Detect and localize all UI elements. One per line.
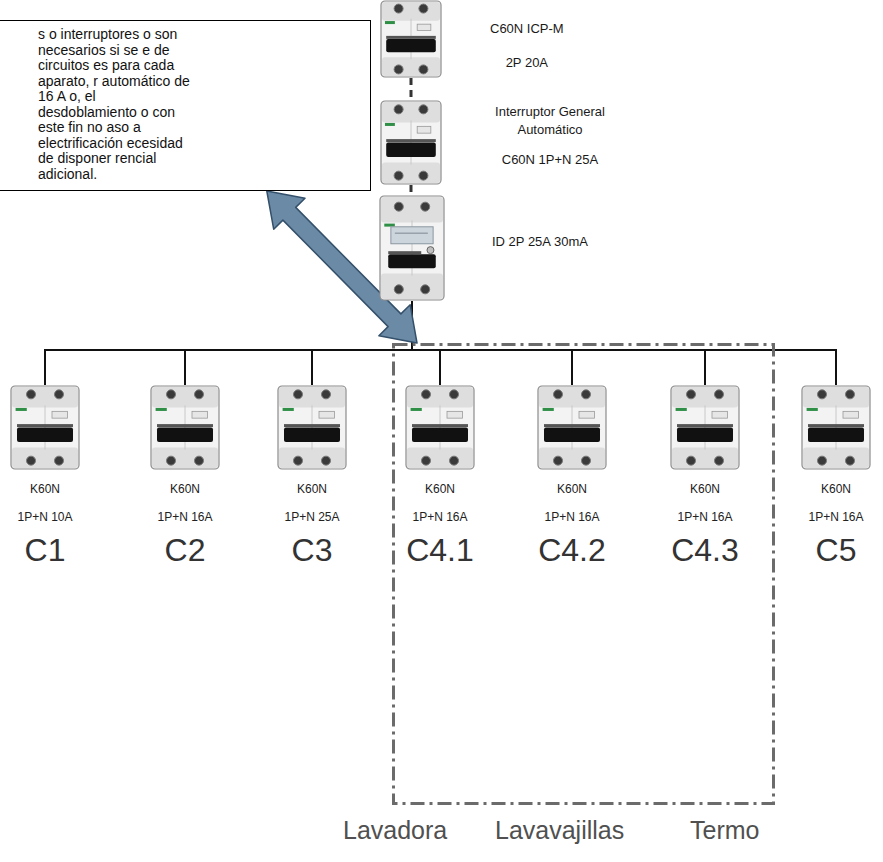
device-picture [380,100,442,185]
appliance-label: Lavavajillas [495,816,624,844]
dashed-link [410,185,413,195]
breaker-device [670,385,740,470]
device-name: ID 2P 25A 30mA [492,233,588,251]
circuit-breaker: K60N 1P+N 16A C4.2 [533,385,611,568]
breaker-device [380,0,442,78]
breaker-device [405,385,475,470]
breaker-device [277,385,347,470]
breaker-picture [405,385,475,470]
rcd-device [379,195,445,301]
model-label: K60N [6,482,84,496]
circuit-breaker: K60N 1P+N 16A C4.3 [666,385,744,568]
dashed-link [410,78,413,100]
rating-label: 1P+N 16A [401,510,479,524]
protection-device: ID 2P 25A 30mA [379,195,594,301]
breaker-device [801,385,871,470]
breaker-picture [150,385,220,470]
circuit-label: C3 [273,532,351,568]
rating-label: 1P+N 10A [6,510,84,524]
circuit-breaker: K60N 1P+N 16A C2 [146,385,224,568]
model-label: K60N [797,482,875,496]
breaker-picture [10,385,80,470]
model-label: K60N [401,482,479,496]
breaker-device [380,100,442,185]
circuit-breaker: K60N 1P+N 16A C5 [797,385,875,568]
circuit-label: C4.2 [533,532,611,568]
circuit-label: C4.1 [401,532,479,568]
circuit-label: C1 [6,532,84,568]
circuit-label: C4.3 [666,532,744,568]
appliance-label: Termo [690,816,759,844]
bus-wire [45,301,412,385]
rating-label: 1P+N 16A [666,510,744,524]
note-box: s o interruptores o son necesarios si se… [0,20,371,191]
rating-label: 1P+N 16A [146,510,224,524]
circuit-label: C2 [146,532,224,568]
dash-dot-border [394,345,774,804]
device-name: Interruptor General Automático [484,103,616,139]
device-picture [380,0,442,78]
circuit-label: C5 [797,532,875,568]
note-text: s o interruptores o son necesarios si se… [38,27,198,182]
breaker-device [537,385,607,470]
appliance-label-holder: Lavavajillas [495,816,624,844]
device-label: Interruptor General AutomáticoC60N 1P+N … [484,103,616,169]
appliance-label-holder: Lavadora [343,816,447,844]
device-name: C60N ICP-M [490,20,564,38]
model-label: K60N [666,482,744,496]
appliance-label: Lavadora [343,816,447,844]
device-rating: C60N 1P+N 25A [484,151,616,169]
device-picture [379,195,445,301]
model-label: K60N [146,482,224,496]
circuit-breaker: K60N 1P+N 10A C1 [6,385,84,568]
appliance-label-holder: Termo [690,816,759,844]
breaker-device [10,385,80,470]
circuit-breaker: K60N 1P+N 16A C4.1 [401,385,479,568]
model-label: K60N [273,482,351,496]
breaker-picture [537,385,607,470]
breaker-picture [670,385,740,470]
breaker-device [150,385,220,470]
rating-label: 1P+N 16A [797,510,875,524]
device-rating: 2P 20A [490,54,564,72]
circuit-breaker: K60N 1P+N 25A C3 [273,385,351,568]
breaker-picture [801,385,871,470]
rating-label: 1P+N 16A [533,510,611,524]
rating-label: 1P+N 25A [273,510,351,524]
device-label: ID 2P 25A 30mA [492,233,588,251]
protection-device: C60N ICP-M 2P 20A [380,0,570,78]
protection-device: Interruptor General AutomáticoC60N 1P+N … [380,100,622,185]
model-label: K60N [533,482,611,496]
dashed-group: LavadoraLavavajillasTermoK60N1P+N 16AC4.… [392,343,775,805]
device-label: C60N ICP-M 2P 20A [490,20,564,72]
breaker-picture [277,385,347,470]
